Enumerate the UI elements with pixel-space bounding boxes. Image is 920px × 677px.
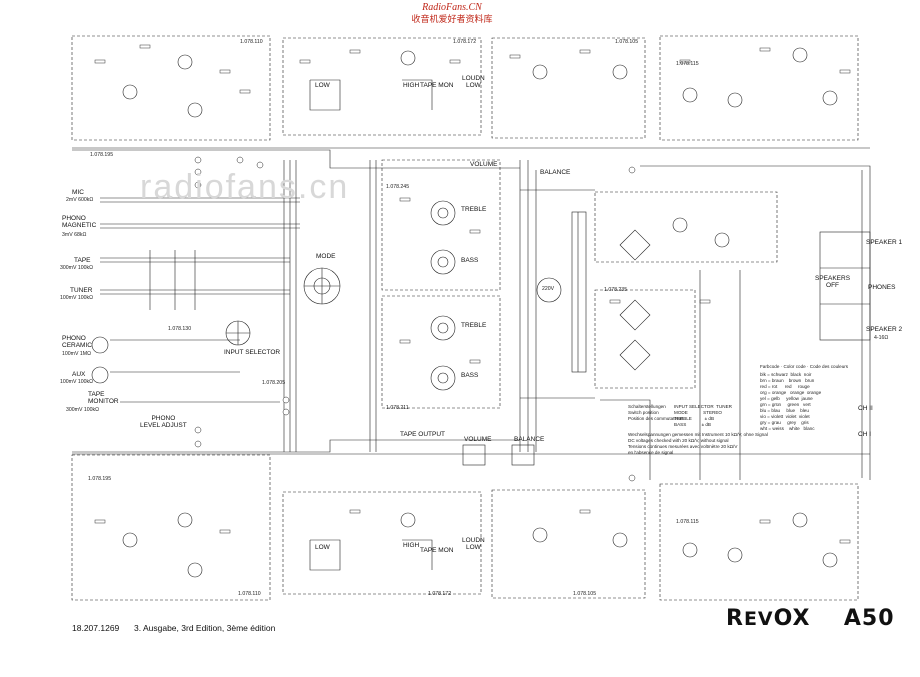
brand-logo: REVOX A50 xyxy=(726,608,895,630)
board-label-205: 1.078.205 xyxy=(262,380,286,386)
color-code-title: Farbcode · Color code · Code des couleur… xyxy=(760,364,849,369)
input-aux-spec: 100mV 100kΩ xyxy=(60,379,94,385)
board-outline-105-bot xyxy=(491,489,646,599)
input-aux: AUX xyxy=(72,371,86,378)
board-outline-110-top xyxy=(71,35,271,141)
model-name: A50 xyxy=(843,606,895,631)
board-outline-115-top xyxy=(659,35,859,141)
board-label-115-top: 1.078.115 xyxy=(676,61,699,67)
board-label-195-top: 1.078.195 xyxy=(90,152,114,158)
speaker-2-label: SPEAKER 2 xyxy=(866,326,903,333)
low-filter-top: LOW xyxy=(315,82,330,89)
board-label-235: 1.078.235 xyxy=(604,287,628,293)
louden-low-top: LOUDN LOW xyxy=(462,75,485,89)
input-phono-magnetic: PHONO MAGNETIC xyxy=(62,215,97,229)
balance-bot: BALANCE xyxy=(514,436,545,443)
board-outline-110-bot xyxy=(71,454,271,601)
input-tape-monitor-spec: 300mV 100kΩ xyxy=(66,407,100,413)
board-label-211: 1.078.211 xyxy=(386,405,409,411)
board-label-172-top: 1.078.172 xyxy=(453,39,477,45)
input-phono-ceramic: PHONO CERAMIC xyxy=(62,335,92,349)
board-label-105-top: 1.078.105 xyxy=(615,39,639,45)
input-phono-magnetic-spec: 3mV 68kΩ xyxy=(62,232,87,238)
site-subtitle: 收音机爱好者资料库 xyxy=(411,14,493,24)
phono-level-adjust: PHONO LEVEL ADJUST xyxy=(140,415,187,429)
input-tape: TAPE xyxy=(74,257,91,264)
board-label-110-bot: 1.078.110 xyxy=(238,591,261,597)
tape-mon-top: TAPE MON xyxy=(420,82,454,89)
speaker-1-label: SPEAKER 1 xyxy=(866,239,903,246)
board-label-195-bot: 1.078.195 xyxy=(88,476,112,482)
board-outline-235-a xyxy=(594,191,778,263)
board-outline-115-bot xyxy=(659,483,859,601)
board-label-172-bot: 1.078.172 xyxy=(428,591,452,597)
balance-top: BALANCE xyxy=(540,169,571,176)
tape-output-label: TAPE OUTPUT xyxy=(400,431,446,438)
ghost-watermark: radiofans.cn xyxy=(140,168,350,206)
input-tuner-spec: 100mV 100kΩ xyxy=(60,295,94,301)
mains-voltage: 220V xyxy=(542,286,555,292)
input-mic-spec: 2mV 600kΩ xyxy=(66,197,94,203)
tape-mon-bot: TAPE MON xyxy=(420,547,454,554)
bass-top: BASS xyxy=(461,257,479,264)
brand-ev: EV xyxy=(743,608,774,630)
mode-switch-label: MODE xyxy=(316,253,336,260)
measurement-note: Wechselspannungen gemessen mit Instrumen… xyxy=(628,432,768,455)
board-label-245: 1.078.245 xyxy=(386,184,410,190)
board-label-115-bot: 1.078.115 xyxy=(676,519,699,525)
volume-top: VOLUME xyxy=(470,161,498,168)
bass-bot: BASS xyxy=(461,372,479,379)
edition-text: 3. Ausgabe, 3rd Edition, 3ème édition xyxy=(134,623,276,633)
volume-bot: VOLUME xyxy=(464,436,492,443)
channel-2-label: CH II xyxy=(858,405,873,412)
board-outline-235-b xyxy=(594,289,696,389)
board-label-110-top: 1.078.110 xyxy=(240,39,263,45)
high-filter-bot: HIGH xyxy=(403,542,420,549)
input-tuner: TUNER xyxy=(70,287,93,294)
treble-bot: TREBLE xyxy=(461,322,487,329)
document-number: 18.207.1269 xyxy=(72,623,120,633)
board-outline-245 xyxy=(381,159,501,291)
input-tape-monitor: TAPE MONITOR xyxy=(88,391,119,405)
input-mic: MIC xyxy=(72,189,84,196)
input-selector-label: INPUT SELECTOR xyxy=(224,349,281,356)
board-outline-172-bot xyxy=(282,491,482,595)
phones-label: PHONES xyxy=(868,284,896,291)
treble-top: TREBLE xyxy=(461,206,487,213)
board-outline-105-top xyxy=(491,37,646,139)
brand-post: OX xyxy=(773,606,811,631)
input-tape-spec: 300mV 100kΩ xyxy=(60,265,94,271)
board-outline-211 xyxy=(381,295,501,409)
switch-position-heading: Schalterstellungen Switch position Posit… xyxy=(628,404,684,421)
board-label-130: 1.078.130 xyxy=(168,326,192,332)
board-outline-172-top xyxy=(282,37,482,136)
input-phono-ceramic-spec: 100mV 1MΩ xyxy=(62,351,91,357)
color-code-table: blk = schwarz black noir brn = braun bro… xyxy=(760,372,822,431)
channel-1-label: CH I xyxy=(858,431,871,438)
switch-position-values: INPUT SELECTOR TUNER MODE STEREO TREBLE … xyxy=(674,404,732,427)
louden-low-bot: LOUDN LOW xyxy=(462,537,485,551)
speakers-off-label: SPEAKERS OFF xyxy=(815,275,851,289)
high-filter-top: HIGH xyxy=(403,82,420,89)
speaker-impedance: 4-16Ω xyxy=(874,335,889,341)
brand-pre: R xyxy=(726,606,744,631)
board-label-105-bot: 1.078.105 xyxy=(573,591,597,597)
low-filter-bot: LOW xyxy=(315,544,330,551)
site-watermark: RadioFans.CN xyxy=(422,2,482,13)
